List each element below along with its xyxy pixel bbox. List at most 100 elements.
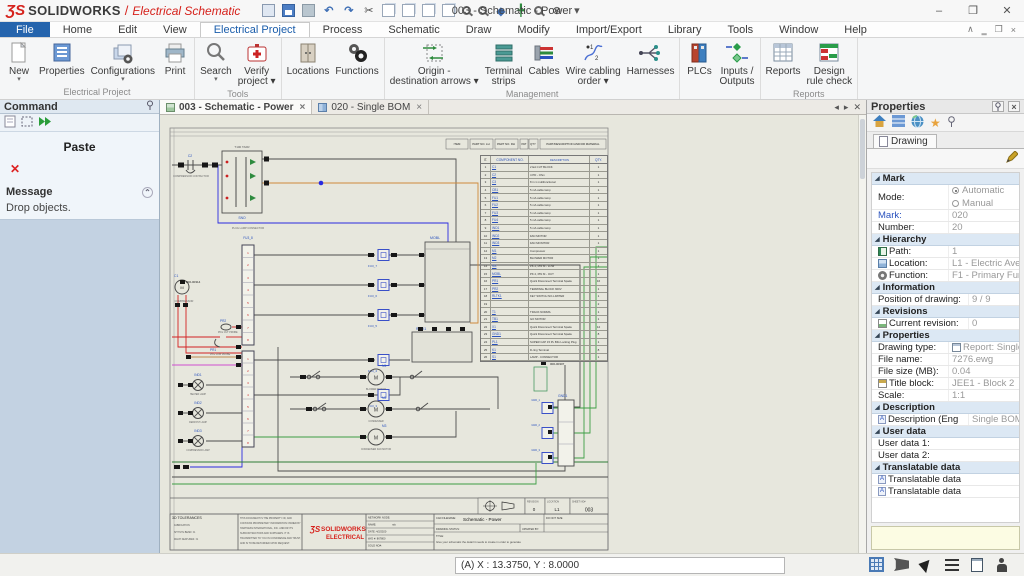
component-link[interactable]: C2 bbox=[492, 172, 497, 177]
pin-small-icon[interactable] bbox=[947, 115, 956, 130]
zoom-fit-icon[interactable]: ◆ bbox=[496, 3, 506, 18]
contactor-symbol[interactable]: C2 COMPRESSOR CONTACTOR bbox=[173, 154, 209, 178]
redo-icon[interactable]: ↷ bbox=[344, 5, 354, 17]
search-button[interactable]: Search▾ bbox=[197, 39, 235, 84]
new-window-icon[interactable] bbox=[262, 4, 276, 17]
property-row-drawing-type[interactable]: Drawing type:Report: Single BOM bbox=[872, 342, 1019, 354]
copy-with-format-icon[interactable] bbox=[402, 4, 416, 17]
indicator-lamps[interactable]: IND1 IND2 IND3 HEATER LAMP DEFROST LAMP … bbox=[186, 373, 210, 452]
cut-icon[interactable]: ✂ bbox=[364, 5, 374, 17]
harnesses-button[interactable]: Harnesses bbox=[624, 39, 678, 78]
section-user-data[interactable]: ◢User data bbox=[872, 426, 1019, 438]
tab-single-bom[interactable]: 020 - Single BOM × bbox=[312, 100, 430, 114]
verify-project-button[interactable]: Verify project ▾ bbox=[235, 39, 279, 88]
section-information[interactable]: ◢Information bbox=[872, 282, 1019, 294]
property-row-mark[interactable]: Mark:020 bbox=[872, 210, 1019, 222]
transformer-symbol[interactable]: T100 TAFR SNO bbox=[221, 145, 263, 220]
grid-toggle-icon[interactable] bbox=[868, 556, 885, 573]
menu-item[interactable]: Import/Export bbox=[575, 23, 642, 36]
component-link[interactable]: CB1 bbox=[492, 188, 499, 193]
snap-mode-icon[interactable] bbox=[893, 556, 910, 573]
functions-button[interactable]: Functions bbox=[332, 39, 381, 78]
new-button[interactable]: New▾ bbox=[2, 39, 36, 84]
ground-connector[interactable]: GND1 GND_1 GND_2 GND_3 bbox=[531, 394, 575, 467]
section-mark[interactable]: ◢Mark bbox=[872, 173, 1019, 185]
component-link[interactable]: T1 bbox=[492, 309, 496, 314]
radio-manual[interactable] bbox=[952, 200, 959, 207]
section-revisions[interactable]: ◢Revisions bbox=[872, 306, 1019, 318]
tab-close-icon[interactable]: × bbox=[299, 101, 306, 113]
ribbon-collapse-icon[interactable]: ∧ bbox=[967, 24, 974, 34]
run-icon[interactable] bbox=[37, 115, 53, 131]
restore-button[interactable]: ❐ bbox=[968, 5, 978, 17]
origin-destination-arrows-button[interactable]: Origin - destination arrows ▾ bbox=[387, 39, 482, 88]
panel-pin-icon[interactable] bbox=[992, 101, 1004, 112]
component-link[interactable]: IND1 bbox=[492, 226, 500, 231]
menu-item[interactable]: View bbox=[163, 23, 187, 36]
component-link[interactable]: IND3 bbox=[492, 241, 500, 246]
relay-rltk1[interactable]: RLTK1 bbox=[411, 327, 473, 363]
minimize-button[interactable]: – bbox=[935, 4, 943, 17]
component-link[interactable]: TB1 bbox=[492, 317, 498, 322]
drawing-canvas[interactable]: ITEM PART NO. LH PART NO. RH PAT QTY PAR… bbox=[160, 115, 866, 553]
motor-symbols[interactable]: M M M M1 M2 M3 BLOWER MOTOR CONDENSER CO… bbox=[361, 364, 391, 451]
paste-icon[interactable] bbox=[422, 4, 436, 17]
menu-item[interactable]: Home bbox=[62, 23, 93, 36]
component-link[interactable]: C3 bbox=[492, 180, 497, 185]
cancel-command-icon[interactable]: ✕ bbox=[10, 162, 21, 176]
cables-button[interactable]: Cables bbox=[525, 39, 562, 78]
favorites-star-icon[interactable]: ★ bbox=[930, 115, 941, 130]
property-row-position[interactable]: Position of drawing:9 / 9 bbox=[872, 294, 1019, 306]
menu-item[interactable]: Library bbox=[667, 23, 702, 36]
section-properties[interactable]: ◢Properties bbox=[872, 330, 1019, 342]
component-link[interactable]: M2 bbox=[492, 256, 497, 261]
property-row-number[interactable]: Number:20 bbox=[872, 222, 1019, 234]
menu-item[interactable]: Schematic bbox=[388, 23, 440, 36]
property-row-revision[interactable]: Current revision:0 bbox=[872, 318, 1019, 330]
tab-schematic-power[interactable]: 003 - Schematic - Power × bbox=[160, 100, 313, 114]
properties-button[interactable]: Properties bbox=[36, 39, 88, 78]
paste-special-icon[interactable] bbox=[442, 4, 456, 17]
design-rule-check-button[interactable]: Design rule check bbox=[804, 39, 856, 88]
zoom-previous-icon[interactable] bbox=[462, 6, 472, 15]
menu-item[interactable]: Help bbox=[844, 23, 867, 36]
selection-rectangle-icon[interactable] bbox=[20, 115, 34, 131]
canvas-scrollbar[interactable] bbox=[858, 115, 866, 553]
component-link[interactable]: M3 bbox=[492, 264, 497, 269]
property-row-title-block[interactable]: Title block:JEE1 - Block 2 bbox=[872, 378, 1019, 390]
property-row-user2[interactable]: User data 2: bbox=[872, 450, 1019, 462]
property-row-mode[interactable]: Mode: Automatic Manual bbox=[872, 185, 1019, 210]
inputs-outputs-button[interactable]: Inputs / Outputs bbox=[716, 39, 757, 88]
section-description[interactable]: ◢Description bbox=[872, 402, 1019, 414]
component-link[interactable]: RLTK1 bbox=[492, 294, 502, 299]
globe-icon[interactable] bbox=[911, 114, 924, 131]
user-profile-icon[interactable] bbox=[993, 556, 1010, 573]
panel-close-icon[interactable]: × bbox=[1008, 101, 1020, 112]
component-link[interactable]: MOBL bbox=[492, 271, 502, 276]
component-link[interactable]: PR1 bbox=[492, 279, 499, 284]
tab-scroll-left-icon[interactable]: ◂ bbox=[834, 101, 839, 112]
locations-button[interactable]: Locations bbox=[284, 39, 333, 78]
save-icon[interactable] bbox=[282, 4, 296, 17]
component-link[interactable]: FU2 bbox=[492, 203, 499, 208]
menu-item[interactable]: File bbox=[0, 22, 50, 37]
component-link[interactable]: FU3 bbox=[492, 210, 499, 215]
plcs-button[interactable]: PLCs bbox=[682, 39, 716, 78]
home-icon[interactable] bbox=[873, 115, 886, 130]
component-link[interactable]: M1 bbox=[492, 248, 497, 253]
pin-icon[interactable] bbox=[145, 100, 155, 113]
menu-item[interactable]: Edit bbox=[118, 23, 138, 36]
tab-close-icon[interactable]: × bbox=[416, 101, 423, 113]
command-page-icon[interactable] bbox=[3, 115, 17, 131]
search-icon[interactable] bbox=[534, 6, 544, 15]
property-row-function[interactable]: Function:F1 - Primary Function bbox=[872, 270, 1019, 282]
doc-minimize-icon[interactable]: ‗ bbox=[981, 24, 987, 35]
edit-pencil-icon[interactable] bbox=[1005, 149, 1019, 167]
menu-item[interactable]: Electrical Project bbox=[199, 22, 310, 37]
property-row-location[interactable]: Location:L1 - Electric Avenue Ba bbox=[872, 258, 1019, 270]
line-weight-icon[interactable] bbox=[943, 556, 960, 573]
